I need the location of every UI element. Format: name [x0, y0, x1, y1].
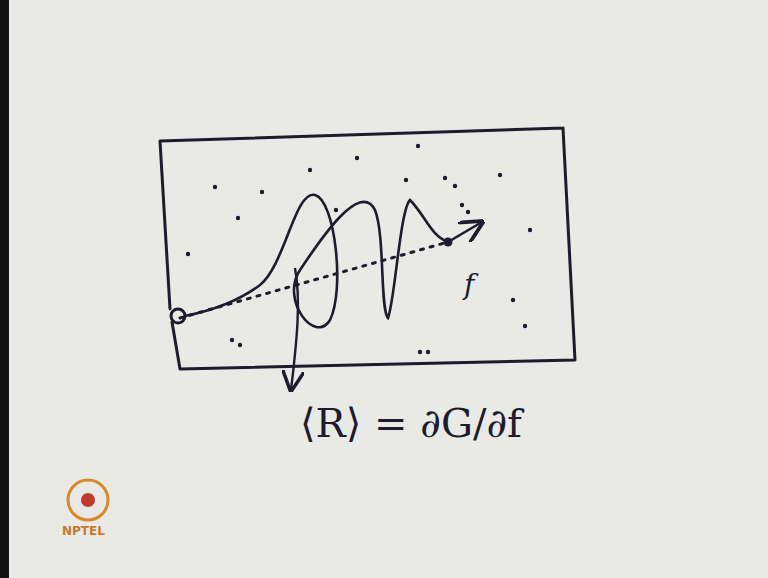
dot [528, 228, 532, 232]
dot [511, 298, 515, 302]
logo-ring [68, 480, 108, 520]
dot [416, 144, 420, 148]
formula: ⟨R⟩ = ∂G/∂f [300, 400, 522, 446]
logo [68, 480, 108, 520]
dot [523, 324, 527, 328]
dot [453, 184, 457, 188]
logo-text: NPTEL [62, 524, 105, 538]
dot [236, 216, 240, 220]
dot [334, 208, 338, 212]
dot [460, 203, 464, 207]
dot [238, 343, 242, 347]
dot [308, 168, 312, 172]
dot [426, 350, 430, 354]
leader-arrow [291, 268, 298, 390]
force-label: f [464, 268, 474, 301]
dot [404, 178, 408, 182]
dot [498, 173, 502, 177]
box-outline [160, 128, 575, 369]
dot [186, 252, 190, 256]
dot [418, 350, 422, 354]
dot [355, 156, 359, 160]
logo-core [81, 493, 95, 507]
solvent-dots [186, 144, 532, 354]
dot [260, 190, 264, 194]
frame-edge [0, 0, 9, 578]
dot [466, 210, 470, 214]
dot [230, 338, 234, 342]
force-arrow [448, 222, 482, 242]
polymer-chain [185, 195, 448, 328]
dot [213, 185, 217, 189]
dot [443, 176, 447, 180]
